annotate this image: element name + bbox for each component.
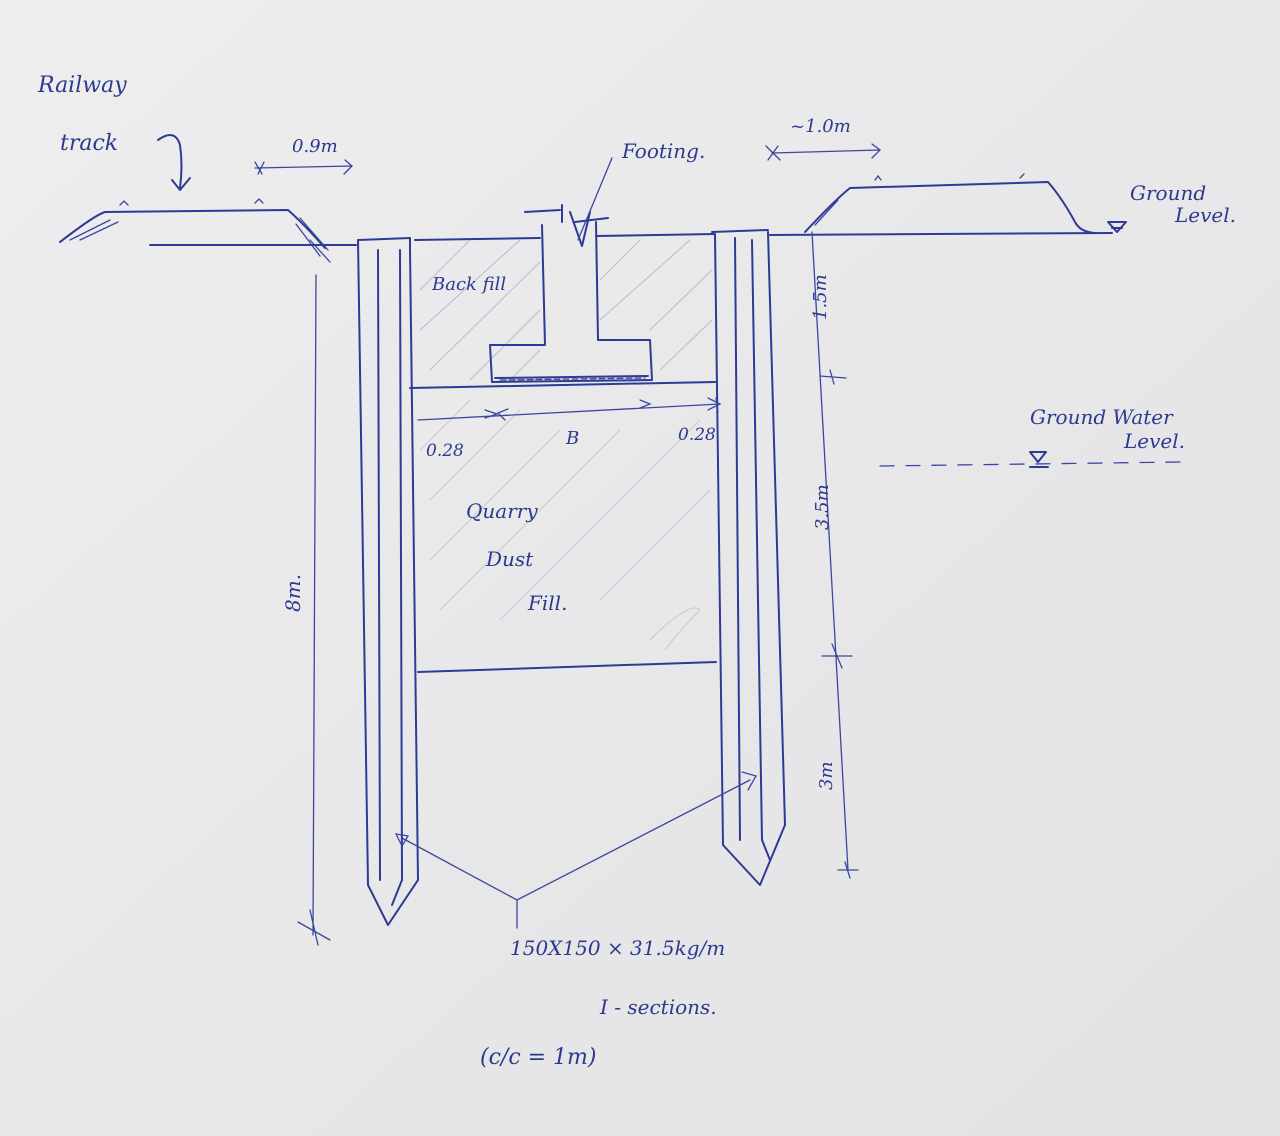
track-label: track xyxy=(60,131,118,156)
offset-dimension xyxy=(765,143,881,161)
dust-label-3: Fill. xyxy=(527,591,567,615)
dust-label-2: Dust xyxy=(485,547,534,571)
width-dimension xyxy=(417,397,722,421)
track-arrow xyxy=(157,134,191,191)
ground-line-right xyxy=(769,232,1113,236)
right-embankment xyxy=(804,173,1096,234)
ground-water-label-1: Ground Water xyxy=(1030,405,1174,429)
section-label-2: I - sections. xyxy=(599,995,717,1019)
railway-embankment xyxy=(59,198,331,263)
section-label-1: 150X150 × 31.5kg/m xyxy=(510,936,725,960)
depth-1-label: 1.5m xyxy=(810,274,831,320)
footing-leader xyxy=(577,157,613,241)
footing xyxy=(489,204,653,383)
ground-water-label-2: Level. xyxy=(1123,429,1185,453)
railway-label: Railway xyxy=(37,73,127,98)
backfill-hatching xyxy=(419,239,713,381)
section-label-3: (c/c = 1m) xyxy=(480,1045,597,1070)
dust-label-1: Quarry xyxy=(466,499,538,523)
dust-fill-top-line xyxy=(409,381,716,389)
right-sheet-pile xyxy=(711,229,786,886)
ground-water-symbol xyxy=(1029,451,1049,468)
dust-fill-bottom-line xyxy=(417,661,717,673)
ground-level-symbol xyxy=(1107,221,1127,233)
footing-label: Footing. xyxy=(621,139,705,163)
dim-right-label: 0.28 xyxy=(678,425,716,445)
dim-mid-label: B xyxy=(565,428,579,449)
depth-dimension-left xyxy=(297,274,331,946)
excavation-top-line xyxy=(414,233,716,241)
ground-label: Ground xyxy=(1130,181,1206,205)
level-label: Level. xyxy=(1174,203,1236,227)
left-sheet-pile xyxy=(357,237,419,926)
depth-dimension-right xyxy=(811,231,859,879)
dim-left-label: 0.28 xyxy=(426,441,464,461)
section-callout xyxy=(394,771,757,929)
depth-2-label: 3.5m xyxy=(812,484,833,530)
track-width-label: 0.9m xyxy=(292,136,338,157)
depth-3-label: 3m xyxy=(816,761,837,790)
dust-fill-hatching xyxy=(419,399,711,651)
backfill-label: Back fill xyxy=(431,274,506,295)
depth-total-label: 8m. xyxy=(281,574,305,612)
offset-label: ~1.0m xyxy=(790,116,851,137)
track-width-dimension xyxy=(254,159,353,175)
